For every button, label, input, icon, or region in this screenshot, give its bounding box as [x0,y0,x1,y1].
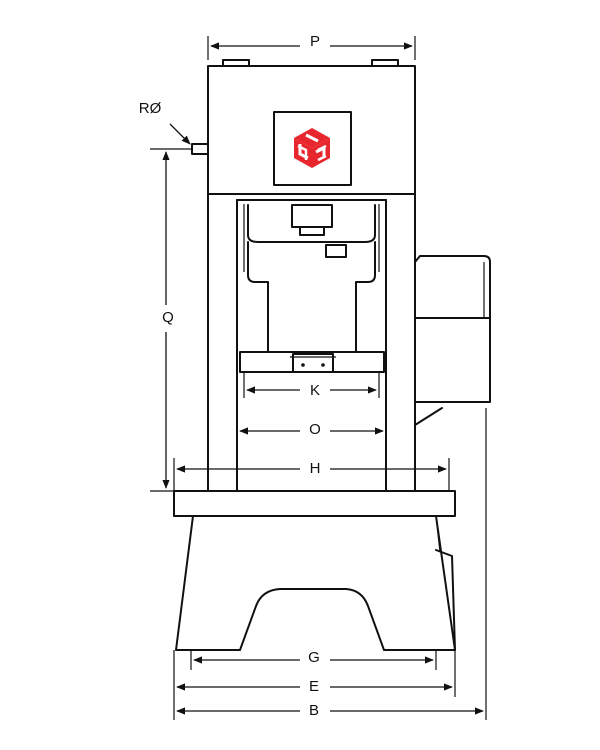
dimension-g: G [190,649,437,670]
label-o: O [309,421,321,438]
label-g: G [308,649,320,666]
label-p: P [310,33,320,50]
dimension-e: E [173,650,456,697]
crown [191,59,416,195]
dimension-b: B [173,408,487,720]
dimension-p: P [207,33,416,60]
frame [207,193,416,492]
base [175,515,456,651]
label-r: RØ [139,100,162,117]
label-b: B [309,702,319,719]
label-e: E [309,678,319,695]
bed [173,490,456,517]
label-k: K [310,382,320,399]
side-motor [414,255,491,426]
dimension-q: Q [150,148,192,492]
label-q: Q [162,309,174,326]
slide [239,204,385,373]
jjc-logo-icon [273,111,352,186]
label-h: H [310,460,321,477]
dimension-h: H [173,458,450,491]
dimension-k: K [243,372,380,399]
dimension-o: O [239,421,384,438]
dimension-r: RØ [139,100,191,145]
